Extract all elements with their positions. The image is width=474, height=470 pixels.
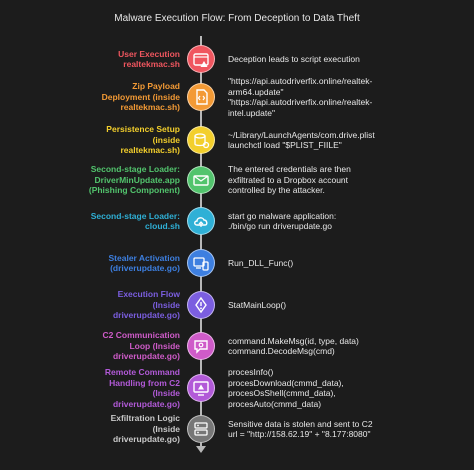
step-description-line: procesAuto(cmmd_data) — [228, 398, 322, 409]
step-label-line: Exfiltration Logic — [110, 413, 180, 424]
step-label-line: Remote Command — [104, 367, 180, 377]
server-warning-icon — [187, 415, 215, 443]
step-description-line: Run_DLL_Func() — [228, 257, 294, 268]
step-label-line: User Execution — [118, 48, 180, 59]
step-description-line: ~/Library/LaunchAgents/com.drive.plist — [228, 129, 375, 140]
step-label-line: C2 Communication — [102, 330, 180, 341]
browser-warning-icon — [187, 45, 215, 73]
step-description-line: launchctl load "$PLIST_FIILE" — [228, 140, 342, 150]
database-gear-icon — [187, 126, 215, 154]
step-label-line: realtekmac.sh) — [120, 145, 180, 156]
step-description-line: url = "http://158.62.19" + "8.177:8080" — [228, 429, 371, 439]
step-label-line: Loop (Inside — [129, 340, 180, 351]
step-label-line: DriverMinUpdate.app — [94, 174, 181, 185]
step-description: start go malware application:./bin/go ru… — [228, 211, 468, 232]
step-description-line: StatMainLoop() — [228, 299, 287, 310]
step-description: Deception leads to script execution — [228, 54, 468, 65]
timeline-arrow — [196, 446, 206, 453]
cloud-file-icon — [187, 207, 215, 235]
step-label-line: (inside — [152, 134, 180, 145]
step-label-line: realtekmac.sh) — [120, 102, 180, 113]
step-description-line: Deception leads to script execution — [228, 53, 360, 64]
step-label-line: (Phishing Component) — [88, 185, 180, 196]
step-description-line: start go malware application: — [228, 210, 337, 221]
step-label-line: driverupdate.go) — [112, 310, 180, 321]
step-label: Second-stage Loader:DriverMinUpdate.app(… — [60, 164, 180, 196]
step-description: Run_DLL_Func() — [228, 258, 468, 269]
step-description-line: The entered credentials are then — [228, 164, 351, 175]
step-label-line: Second-stage Loader: — [90, 210, 180, 221]
step-description: command.MakeMsg(id, type, data)command.D… — [228, 336, 468, 357]
step-label-line: (Inside — [152, 299, 180, 310]
step-label-line: Execution Flow — [117, 289, 180, 300]
diagram-title: Malware Execution Flow: From Deception t… — [114, 13, 360, 24]
step-description-line: command.MakeMsg(id, type, data) — [228, 335, 359, 346]
flow-warning-icon — [187, 291, 215, 319]
timeline-spine — [200, 36, 202, 448]
step-label-line: (driverupdate.go) — [110, 263, 180, 273]
step-label-line: cloud.sh — [145, 221, 180, 231]
step-description-line: controlled by the attacker. — [228, 185, 325, 196]
chat-gear-icon — [187, 332, 215, 360]
step-label-line: realtekmac.sh — [123, 59, 180, 69]
step-description-line: Sensitive data is stolen and sent to C2 — [228, 418, 373, 429]
step-label-line: driverupdate.go) — [112, 351, 180, 362]
step-label: Second-stage Loader:cloud.sh — [60, 211, 180, 232]
step-label-line: (Inside — [152, 388, 180, 398]
step-label-line: Handling from C2 — [109, 377, 180, 388]
step-description-line: ./bin/go run driverupdate.go — [228, 221, 332, 231]
step-label-line: driverupdate.go) — [112, 434, 180, 445]
step-description-line: arm64.update" — [228, 86, 284, 97]
step-label-line: Persistence Setup — [106, 124, 180, 135]
step-description-line: exfiltrated to a Dropbox account — [228, 174, 349, 185]
step-label-line: Second-stage Loader: — [90, 164, 180, 175]
monitor-warning-icon — [187, 374, 215, 402]
step-label-line: Deployment (inside — [101, 91, 180, 102]
step-description: StatMainLoop() — [228, 300, 468, 311]
step-description-line: procesDownload(cmmd_data), — [228, 377, 344, 388]
step-label: Stealer Activation(driverupdate.go) — [60, 252, 181, 274]
devices-icon — [187, 249, 215, 277]
step-description: procesInfo()procesDownload(cmmd_data),pr… — [228, 367, 468, 409]
code-file-warning-icon — [187, 83, 215, 111]
step-label-line: driverupdate.go) — [112, 398, 180, 409]
step-label-line: Stealer Activation — [108, 252, 181, 263]
step-description-line: "https://api.autodriverfix.online/realte… — [228, 76, 373, 86]
envelope-warning-icon — [187, 166, 215, 194]
step-label-line: Zip Payload — [132, 81, 180, 92]
step-description-line: procesInfo() — [228, 367, 274, 377]
step-description-line: procesOsShell(cmmd_data), — [228, 388, 336, 398]
step-label-line: (Inside — [152, 423, 180, 434]
step-description: "https://api.autodriverfix.online/realte… — [228, 76, 468, 118]
step-description-line: command.DecodeMsg(cmd) — [228, 346, 335, 356]
step-description-line: intel.update" — [228, 107, 275, 118]
step-description-line: "https://api.autodriverfix.online/realte… — [228, 97, 373, 107]
